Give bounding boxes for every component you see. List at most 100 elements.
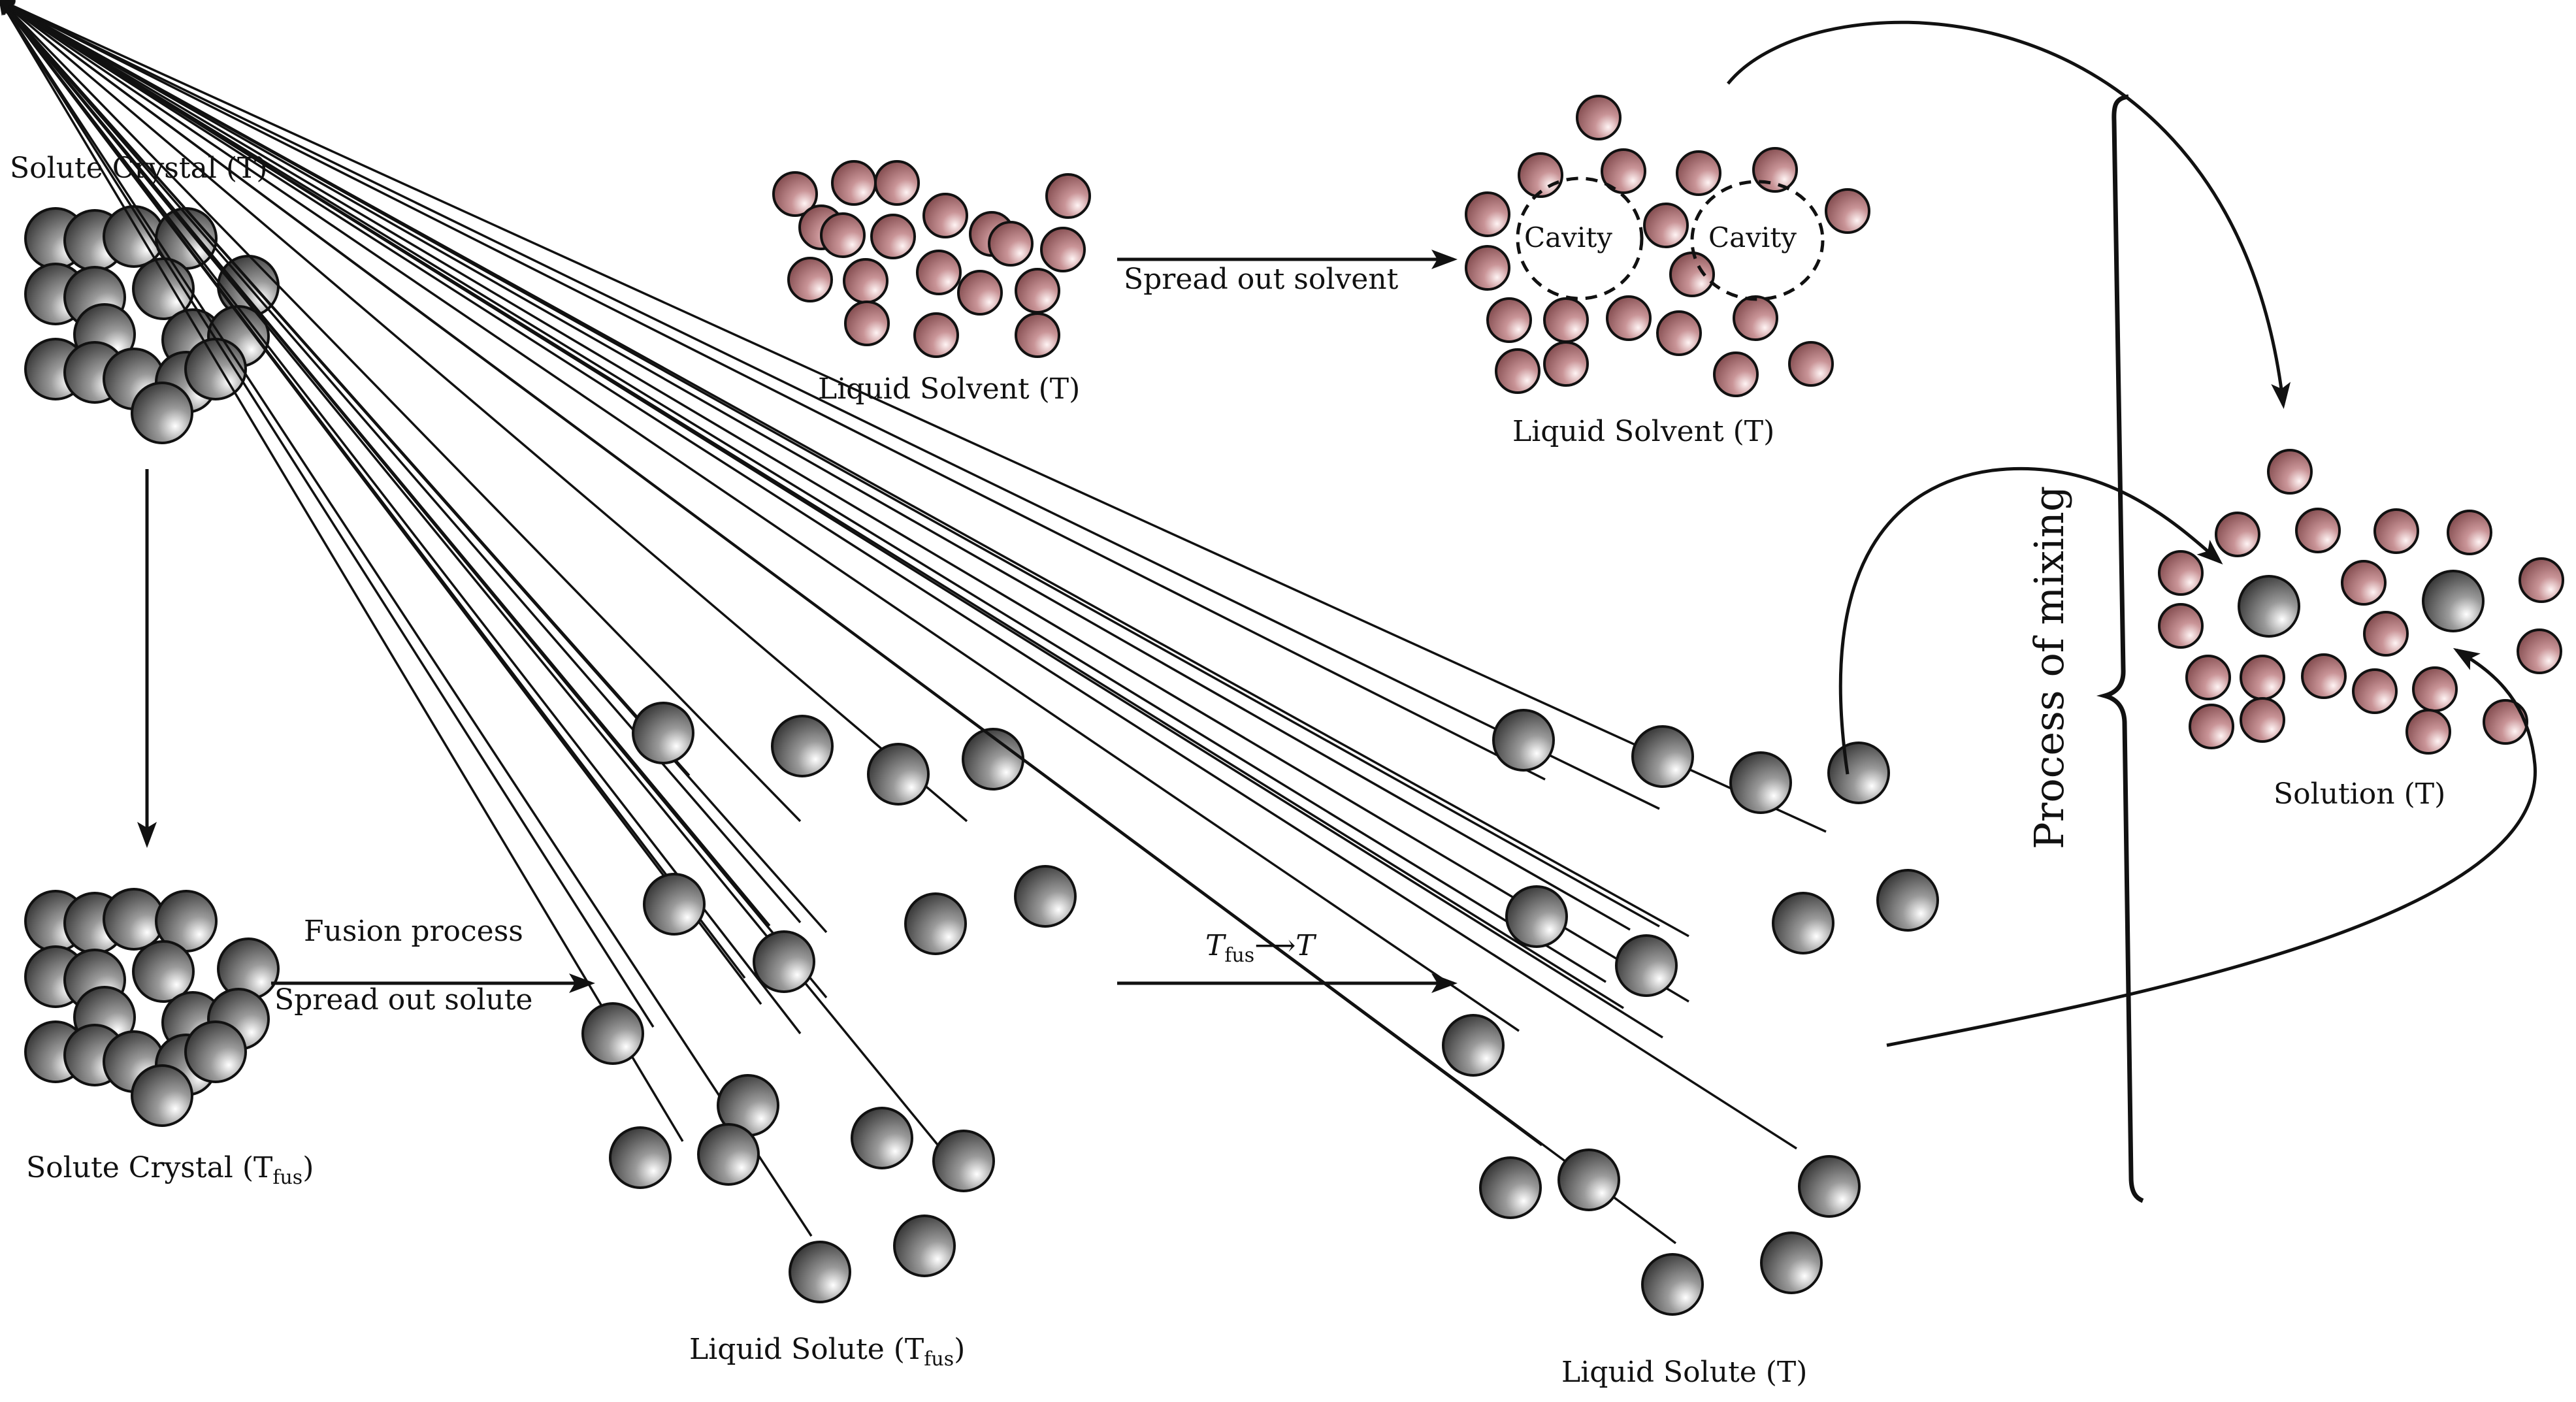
solvent-particle: [1465, 245, 1510, 291]
solvent-particle: [1465, 191, 1510, 237]
solvent-particle: [2352, 668, 2398, 714]
solvent-particle: [1015, 312, 1060, 358]
solvent-particle: [2483, 699, 2528, 745]
solvent-particle: [831, 160, 877, 206]
curved-arrow-solute-to-solution-2: [1886, 647, 2537, 1047]
solvent-particle: [2158, 550, 2204, 596]
label-liquid-solvent-1: Liquid Solvent (T): [818, 372, 1080, 406]
solute-particle: [132, 940, 195, 1003]
solvent-particle: [1606, 295, 1652, 341]
solvent-particle: [913, 312, 959, 358]
motion-arrow: [0, 0, 828, 934]
solvent-particle: [2240, 655, 2285, 700]
solvent-particle: [2301, 653, 2347, 699]
solute-particle-center: [753, 930, 815, 993]
solvent-particle: [2517, 628, 2562, 674]
solvent-particle: [2363, 611, 2409, 657]
solvent-particle: [772, 171, 818, 217]
label-liquid-solute-T: Liquid Solute (T): [1561, 1356, 1807, 1389]
solvent-particle: [957, 270, 1003, 316]
solvent-particle: [2185, 655, 2231, 700]
motion-arrow: [0, 0, 1663, 1039]
motion-arrow: [0, 0, 1606, 983]
curved-arrow-solute-to-solution-1: [1838, 466, 2223, 775]
solvent-particle: [1643, 203, 1689, 248]
solute-crystal-bottom: [24, 888, 280, 1127]
solute-particle-center: [1615, 934, 1678, 997]
solvent-particle: [1543, 297, 1589, 343]
solute-particle: [1729, 751, 1792, 814]
solute-particle: [789, 1241, 851, 1303]
solute-particle: [1014, 865, 1077, 928]
solution-cluster: [2158, 449, 2564, 755]
motion-arrow: [0, 0, 1797, 1150]
cavity-circle-2: [1690, 180, 1825, 301]
label-spread-out-solute: Spread out solute: [274, 983, 532, 1017]
solvent-particle: [2215, 512, 2260, 557]
solute-particle: [643, 873, 706, 936]
solute-particle: [2422, 570, 2485, 632]
label-solution-T: Solution (T): [2274, 777, 2445, 811]
motion-arrow: [0, 0, 1689, 1003]
solute-particle: [1772, 892, 1834, 954]
solvent-particle: [870, 214, 916, 259]
solute-particle: [1557, 1149, 1620, 1211]
solvent-particle: [1576, 95, 1622, 140]
solute-particle: [1876, 869, 1939, 932]
solvent-particle: [874, 160, 920, 206]
solvent-particle: [2373, 508, 2419, 554]
liquid-solvent-cluster: [772, 160, 1091, 358]
motion-arrow: [0, 0, 813, 1237]
solvent-particle: [2412, 666, 2458, 712]
label-liquid-solvent-2: Liquid Solvent (T): [1512, 415, 1774, 448]
solute-particle: [1827, 742, 1890, 804]
solvent-particle: [1045, 173, 1091, 219]
motion-arrow: [0, 0, 828, 999]
solute-particle: [1760, 1231, 1823, 1294]
solvent-particle: [820, 212, 866, 258]
motion-arrow: [0, 0, 1660, 810]
solvent-particle: [1486, 297, 1532, 343]
solute-particle: [771, 715, 834, 777]
solute-particle: [1631, 725, 1694, 788]
motion-arrow: [0, 0, 968, 823]
solute-particle: [851, 1107, 913, 1169]
motion-arrow: [0, 0, 684, 1142]
label-cavity-1: Cavity: [1524, 221, 1612, 253]
solute-particle: [632, 702, 694, 764]
liquid-solute-T-cluster: [0, 0, 1939, 1316]
solvent-particle: [1015, 268, 1060, 314]
solvent-particle: [1495, 348, 1541, 394]
solute-particle: [581, 1002, 644, 1065]
motion-arrow: [0, 0, 1827, 833]
motion-arrow: [0, 0, 762, 1005]
motion-arrow: [0, 0, 1546, 781]
label-liquid-solute-Tfus: Liquid Solute (Tfus): [689, 1333, 965, 1371]
solvent-particle: [787, 257, 833, 302]
solvent-particle: [1752, 147, 1798, 193]
solute-particle: [1505, 885, 1568, 948]
label-tfus-to-T: Tfus⟶T: [1205, 929, 1317, 967]
motion-arrow: [0, 0, 1520, 1032]
liquid-solvent-cavity-cluster: [1465, 95, 1870, 397]
solute-particle: [131, 1064, 193, 1127]
label-fusion-process: Fusion process: [304, 915, 523, 948]
solute-particle: [1442, 1014, 1505, 1077]
solute-particle: [2238, 575, 2300, 638]
solvent-particle: [2295, 508, 2341, 553]
solute-particle: [184, 338, 247, 400]
solute-particle: [893, 1215, 956, 1277]
solute-particle: [609, 1126, 672, 1189]
solute-particle: [697, 1123, 760, 1186]
solvent-particle: [1601, 148, 1646, 194]
liquid-solute-Tfus-cluster: [0, 0, 1077, 1303]
solute-particle: [1798, 1155, 1861, 1218]
solvent-particle: [2519, 557, 2564, 603]
solute-particle: [184, 1020, 247, 1083]
solute-particle: [867, 743, 930, 806]
solvent-particle: [1543, 341, 1589, 387]
solvent-particle: [1733, 295, 1778, 341]
solvent-particle: [1040, 227, 1086, 272]
curved-arrow-solvent-to-solution: [1727, 20, 2291, 409]
motion-arrow: [0, 0, 802, 823]
